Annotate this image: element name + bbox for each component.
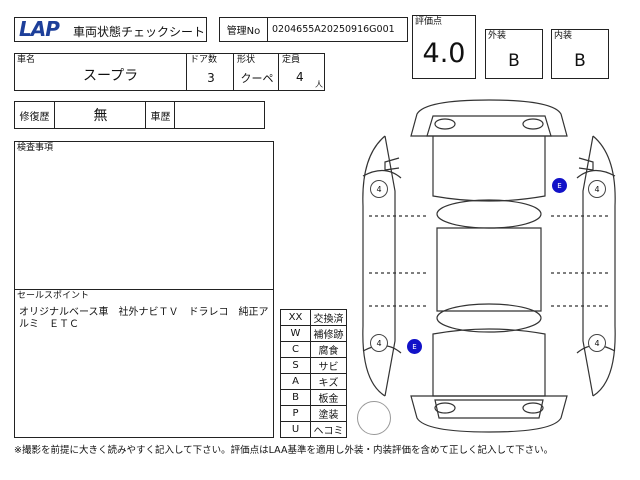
name-value: スープラ: [83, 68, 139, 84]
doors-cell: ドア数 3: [188, 54, 234, 90]
legend-code: U: [280, 421, 311, 438]
car-history-label: 車歴: [147, 102, 175, 128]
repair-label: 修復歴: [15, 102, 55, 128]
legend-meaning: 板金: [310, 389, 347, 406]
vehicle-info-row: 車名 スープラ ドア数 3 形状 クーペ 定員 4 人: [14, 53, 325, 91]
legend-meaning: ヘコミ: [310, 421, 347, 438]
score-value: 4.0: [422, 37, 466, 69]
tire-front-right: 4: [588, 180, 606, 198]
sheet-title: 車両状態チェックシート: [73, 25, 206, 39]
kanri-box: 管理No 0204655A20250916G001: [219, 17, 408, 42]
capacity-value: 4: [296, 70, 304, 84]
exterior-label: 外装: [488, 31, 507, 41]
tire-front-left: 4: [370, 180, 388, 198]
car-rear-outline: [410, 395, 568, 433]
legend-code: S: [280, 357, 311, 374]
legend-meaning: 腐食: [310, 341, 347, 358]
legend-meaning: サビ: [310, 357, 347, 374]
legend-meaning: 補修跡: [310, 325, 347, 342]
score-box: 評価点 4.0: [412, 15, 476, 79]
sales-text: オリジナルベース車 社外ナビＴＶ ドラレコ 純正アルミ ＥＴＣ: [19, 307, 269, 330]
legend-code: A: [280, 373, 311, 390]
name-cell: 車名 スープラ: [15, 54, 187, 90]
damage-mark-rear-left: E: [407, 339, 422, 354]
legend-meaning: 交換済: [310, 309, 347, 326]
interior-label: 内装: [554, 31, 573, 41]
legend-meaning: キズ: [310, 373, 347, 390]
sales-divider: [15, 289, 273, 290]
name-label: 車名: [17, 55, 36, 65]
sales-label: セールスポイント: [17, 291, 90, 301]
legend-code: W: [280, 325, 311, 342]
legend-code: P: [280, 405, 311, 422]
kanri-value: 0204655A20250916G001: [272, 24, 395, 35]
kanri-label: 管理No: [220, 18, 268, 41]
tire-rear-right: 4: [588, 334, 606, 352]
stamp-circle: [357, 401, 391, 435]
inspection-box: 検査事項 セールスポイント オリジナルベース車 社外ナビＴＶ ドラレコ 純正アル…: [14, 141, 274, 438]
capacity-cell: 定員 4 人: [280, 54, 324, 90]
car-diagram: [362, 99, 616, 433]
doors-value: 3: [207, 71, 215, 85]
capacity-label: 定員: [282, 55, 301, 65]
lap-logo: LAP: [19, 17, 60, 41]
car-top-outline: [410, 99, 568, 137]
header-title-box: LAP 車両状態チェックシート: [14, 17, 207, 42]
exterior-value: B: [508, 51, 520, 71]
history-row: 修復歴 無 車歴: [14, 101, 265, 129]
body-value: クーペ: [240, 72, 274, 85]
legend-meaning: 塗装: [310, 405, 347, 422]
legend-code: XX: [280, 309, 311, 326]
body-label: 形状: [237, 55, 256, 65]
damage-mark-front-right: E: [552, 178, 567, 193]
repair-value: 無: [56, 102, 146, 128]
body-cell: 形状 クーペ: [235, 54, 279, 90]
legend-code: C: [280, 341, 311, 358]
legend-code: B: [280, 389, 311, 406]
exterior-box: 外装 B: [485, 29, 543, 79]
interior-box: 内装 B: [551, 29, 609, 79]
capacity-unit: 人: [315, 80, 323, 89]
inspection-label: 検査事項: [17, 143, 54, 153]
car-right-side: [592, 135, 616, 397]
doors-label: ドア数: [190, 55, 218, 65]
tire-rear-left: 4: [370, 334, 388, 352]
score-label: 評価点: [415, 17, 443, 27]
interior-value: B: [574, 51, 586, 71]
car-left-side: [362, 135, 386, 397]
footer-note: ※撮影を前提に大きく読みやすく記入して下さい。評価点はLAA基準を適用し外装・内…: [14, 445, 554, 456]
